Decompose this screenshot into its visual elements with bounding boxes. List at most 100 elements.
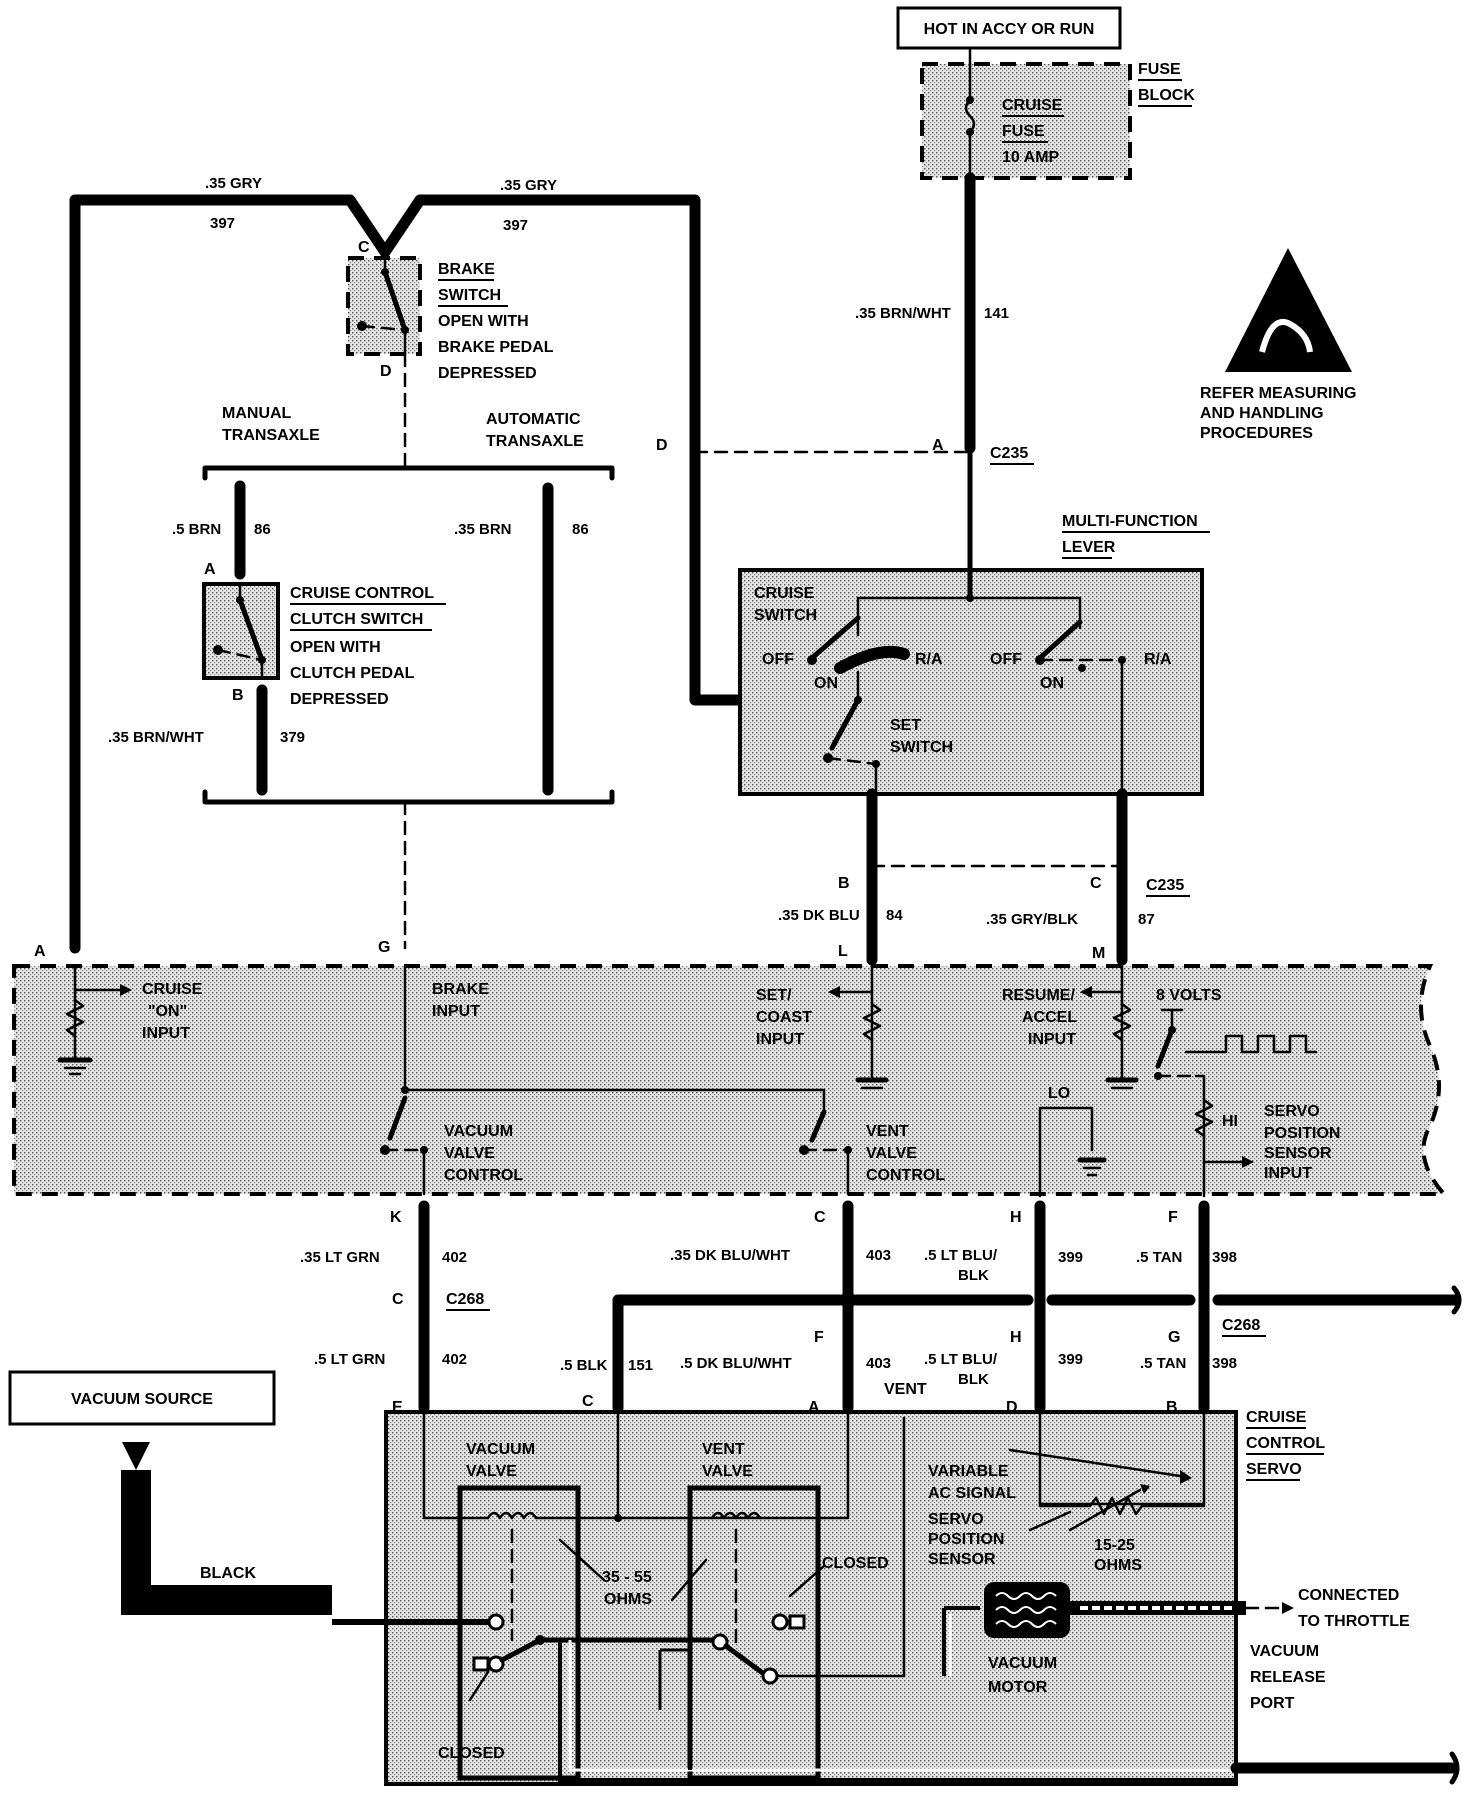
set-switch-label-1: SET <box>890 717 921 734</box>
wire-86-auto-color: .35 BRN <box>454 521 512 538</box>
closed-top-label: CLOSED <box>822 1555 889 1572</box>
right-on-label: ON <box>1040 675 1064 692</box>
set-coast-label-1: SET/ <box>756 987 792 1004</box>
c235-top-label: C235 <box>990 445 1028 462</box>
wire-84-color: .35 DK BLU <box>778 907 860 924</box>
wire-141-num: 141 <box>984 305 1009 322</box>
fuse-block: FUSE BLOCK CRUISE FUSE 10 AMP <box>920 61 1195 180</box>
wire-86-manual-color: .5 BRN <box>172 521 221 538</box>
hot-in-accy-box: HOT IN ACCY OR RUN <box>896 6 1122 50</box>
resume-accel-label-3: INPUT <box>1028 1031 1076 1048</box>
black-hose-label: BLACK <box>200 1565 256 1582</box>
cruise-control-servo: VACUUM VALVE VENT VALVE 35 - 55 OHMS CLO… <box>332 1410 1460 1786</box>
servo-pos-input-2: POSITION <box>1264 1125 1340 1142</box>
wire-403-b-color: .5 DK BLU/WHT <box>680 1355 792 1372</box>
variable-ac-label-2: AC SIGNAL <box>928 1485 1016 1502</box>
release-port-label-1: VACUUM <box>1250 1643 1319 1660</box>
servo-pin-b: B <box>1166 1399 1178 1416</box>
module-pin-k: K <box>390 1209 402 1226</box>
vent-valve-control-3: CONTROL <box>866 1167 945 1184</box>
servo-pos-input-1: SERVO <box>1264 1103 1320 1120</box>
fuse-block-label-2: BLOCK <box>1138 87 1195 104</box>
clutch-switch-desc-2: CLUTCH PEDAL <box>290 665 415 682</box>
hot-in-accy-label: HOT IN ACCY OR RUN <box>924 21 1095 38</box>
wire-397-right-color: .35 GRY <box>500 177 557 194</box>
cruise-on-label-3: INPUT <box>142 1025 190 1042</box>
wire-87-num: 87 <box>1138 911 1155 928</box>
wire-398-b-num: 398 <box>1212 1355 1237 1372</box>
servo-pin-d: D <box>1006 1399 1018 1416</box>
left-off-label: OFF <box>762 651 794 668</box>
brake-switch-desc-3: DEPRESSED <box>438 365 537 382</box>
throttle-label-2: TO THROTTLE <box>1298 1613 1410 1630</box>
ohms-15-25-label-2: OHMS <box>1094 1557 1142 1574</box>
vent-valve-control-2: VALVE <box>866 1145 917 1162</box>
wire-398-a-num: 398 <box>1212 1249 1237 1266</box>
servo-pos-sensor-label-3: SENSOR <box>928 1551 996 1568</box>
right-ra-label: R/A <box>1144 651 1172 668</box>
fuse-rating: 10 AMP <box>1002 149 1060 166</box>
right-off-label: OFF <box>990 651 1022 668</box>
c235-pin-a: A <box>932 437 944 454</box>
c268-pin-c: C <box>392 1291 404 1308</box>
clutch-switch-title-1: CRUISE CONTROL <box>290 585 434 602</box>
servo-pos-sensor-label-2: POSITION <box>928 1531 1004 1548</box>
c268-pin-f: F <box>814 1329 824 1346</box>
cruise-switch-label-1: CRUISE <box>754 585 815 602</box>
esd-warning: REFER MEASURING AND HANDLING PROCEDURES <box>1200 248 1356 442</box>
vacuum-valve-control-1: VACUUM <box>444 1123 513 1140</box>
brake-switch-title-2: SWITCH <box>438 287 501 304</box>
left-ra-label: R/A <box>915 651 943 668</box>
brake-switch-desc-1: OPEN WITH <box>438 313 529 330</box>
vacuum-motor-label-1: VACUUM <box>988 1655 1057 1672</box>
volts-label: 8 VOLTS <box>1156 987 1222 1004</box>
wire-151-color: .5 BLK <box>560 1357 608 1374</box>
set-switch-label-2: SWITCH <box>890 739 953 756</box>
left-on-label: ON <box>814 675 838 692</box>
wire-397-left-num: 397 <box>210 215 235 232</box>
resume-accel-label-1: RESUME/ <box>1002 987 1075 1004</box>
vacuum-motor-label-2: MOTOR <box>988 1679 1048 1696</box>
c268-pin-g: G <box>1168 1329 1180 1346</box>
cruise-on-label-2: "ON" <box>148 1003 187 1020</box>
wire-402-b-num: 402 <box>442 1351 467 1368</box>
servo-title-2: CONTROL <box>1246 1435 1325 1452</box>
brake-switch-desc-2: BRAKE PEDAL <box>438 339 554 356</box>
clutch-switch-pin-a: A <box>204 561 216 578</box>
module-pin-l: L <box>838 943 848 960</box>
vacuum-valve-label-1: VACUUM <box>466 1441 535 1458</box>
vacuum-source-box: VACUUM SOURCE <box>8 1370 276 1426</box>
automatic-transaxle-1: AUTOMATIC <box>486 411 581 428</box>
vacuum-source-icon <box>122 1442 150 1470</box>
module-pin-g: G <box>378 939 390 956</box>
vent-valve-label-2: VALVE <box>702 1463 753 1480</box>
wire-403-a-num: 403 <box>866 1247 891 1264</box>
wire-403-a-color: .35 DK BLU/WHT <box>670 1247 790 1264</box>
automatic-transaxle-2: TRANSAXLE <box>486 433 584 450</box>
resume-accel-label-2: ACCEL <box>1022 1009 1077 1026</box>
wire-84-num: 84 <box>886 907 903 924</box>
variable-ac-label-1: VARIABLE <box>928 1463 1009 1480</box>
brake-switch-pin-c: C <box>358 239 370 256</box>
wire-399-a-color-1: .5 LT BLU/ <box>924 1247 998 1264</box>
release-port-label-2: RELEASE <box>1250 1669 1326 1686</box>
wire-398-a-color: .5 TAN <box>1136 1249 1182 1266</box>
cruise-fuse-label-1: CRUISE <box>1002 97 1063 114</box>
brake-switch: C D BRAKE SWITCH OPEN WITH BRAKE PEDAL D… <box>346 239 554 382</box>
hi-label: HI <box>1222 1113 1238 1130</box>
esd-line-1: REFER MEASURING <box>1200 385 1356 402</box>
brake-input-label-2: INPUT <box>432 1003 480 1020</box>
servo-pin-e: E <box>392 1399 403 1416</box>
c235-pin-d: D <box>656 437 668 454</box>
manual-transaxle-2: TRANSAXLE <box>222 427 320 444</box>
fuse-icon <box>964 98 976 134</box>
lo-label: LO <box>1048 1085 1070 1102</box>
cruise-on-label-1: CRUISE <box>142 981 203 998</box>
manual-transaxle-1: MANUAL <box>222 405 292 422</box>
wire-402-b-color: .5 LT GRN <box>314 1351 385 1368</box>
wire-399-b-num: 399 <box>1058 1351 1083 1368</box>
esd-warning-icon <box>1225 248 1352 372</box>
throttle-label-1: CONNECTED <box>1298 1587 1399 1604</box>
ohms-15-25-label-1: 15-25 <box>1094 1537 1135 1554</box>
